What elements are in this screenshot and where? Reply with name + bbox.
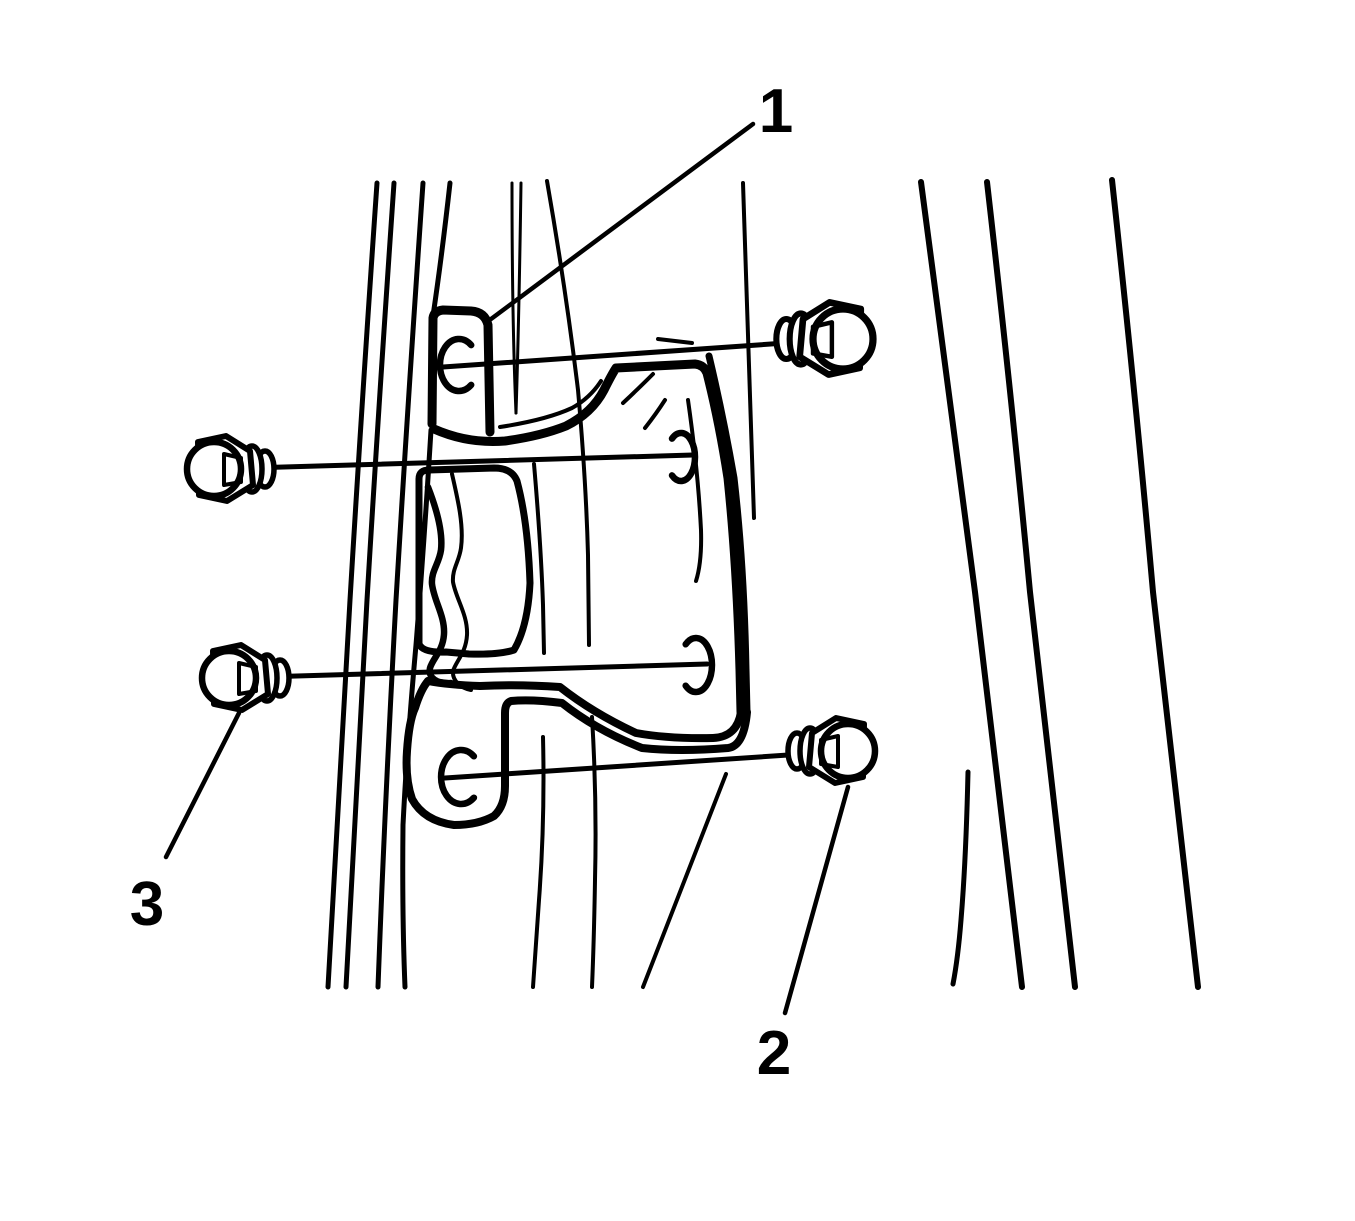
latch-plate-wavy-detail [450,472,473,692]
shutface-sliver-line [514,181,523,415]
bolt-lower-rear [785,715,879,786]
shutface-sliver-line [510,181,518,415]
bolts [183,298,879,786]
hole-upper-rear [668,429,699,485]
pillar-lines [918,177,1201,990]
bolt-lower-front-hex-flat [237,661,258,696]
pillar-line [1109,177,1201,990]
anchor-plate-inner-edge [686,398,704,583]
hole-lower-rear [682,634,716,696]
anchor-plate-flange-edge [705,352,751,716]
callout-1-leader [484,121,756,325]
bolt-lower-front-head-face [198,647,260,709]
bolt-lower-rear-hex-flat [819,734,840,769]
bolt-upper-rear [773,298,877,378]
callouts: 1 2 3 [130,77,851,1088]
callout-3-leader [163,710,242,860]
shutface-line [531,735,546,989]
bolt-lower-rear-head-face [817,720,879,782]
striker-anchor-plate [402,305,751,829]
anchor-plate-corner-detail [621,372,655,405]
bolt-upper-front-shaft [211,452,696,472]
pillar-line [984,179,1078,990]
hole-lower-tab [437,746,478,808]
bolt-lower-front [198,642,292,713]
bolt-upper-rear-hex-flat [810,320,835,360]
bolt-upper-front-head-face [183,438,245,500]
bolt-holes [436,335,716,808]
anchor-plate-outline [429,359,746,717]
door-shutface-lines [510,179,756,989]
door-edge-line [375,180,426,990]
bolt-upper-rear-head-face [809,305,877,373]
door-edge-line [325,180,380,990]
bolt-upper-front-hex-flat [222,452,243,487]
callout-3-label: 3 [130,870,164,939]
pillar-short-line [950,769,971,987]
callout-2-leader [782,784,851,1016]
callout-1-label: 1 [759,77,793,146]
anchor-plate-lower-tab [402,677,751,829]
shutface-line [545,179,591,647]
shutface-line [532,462,546,655]
pillar-front-edge-line [741,181,756,520]
anchor-plate-corner-detail [643,398,667,430]
bolt-lower-rear-shaft [442,748,851,781]
anchor-plate-bottom-edge [424,677,745,743]
door-edge-line [430,180,453,319]
shutface-slanted-line [641,772,728,989]
pillar-line [918,179,1025,990]
shutface-line [590,715,598,989]
callout-2-label: 2 [757,1019,791,1088]
latch-plate-outline [415,464,534,658]
door-edge-line [343,180,397,990]
bolt-lower-front-shaft [226,661,710,681]
pillar-skin-edge [656,337,694,345]
bolt-upper-front [183,433,277,504]
anchor-plate-inner-flange [498,379,603,429]
anchor-plate-upper-tab [427,305,495,437]
hole-upper-tab [436,335,475,395]
